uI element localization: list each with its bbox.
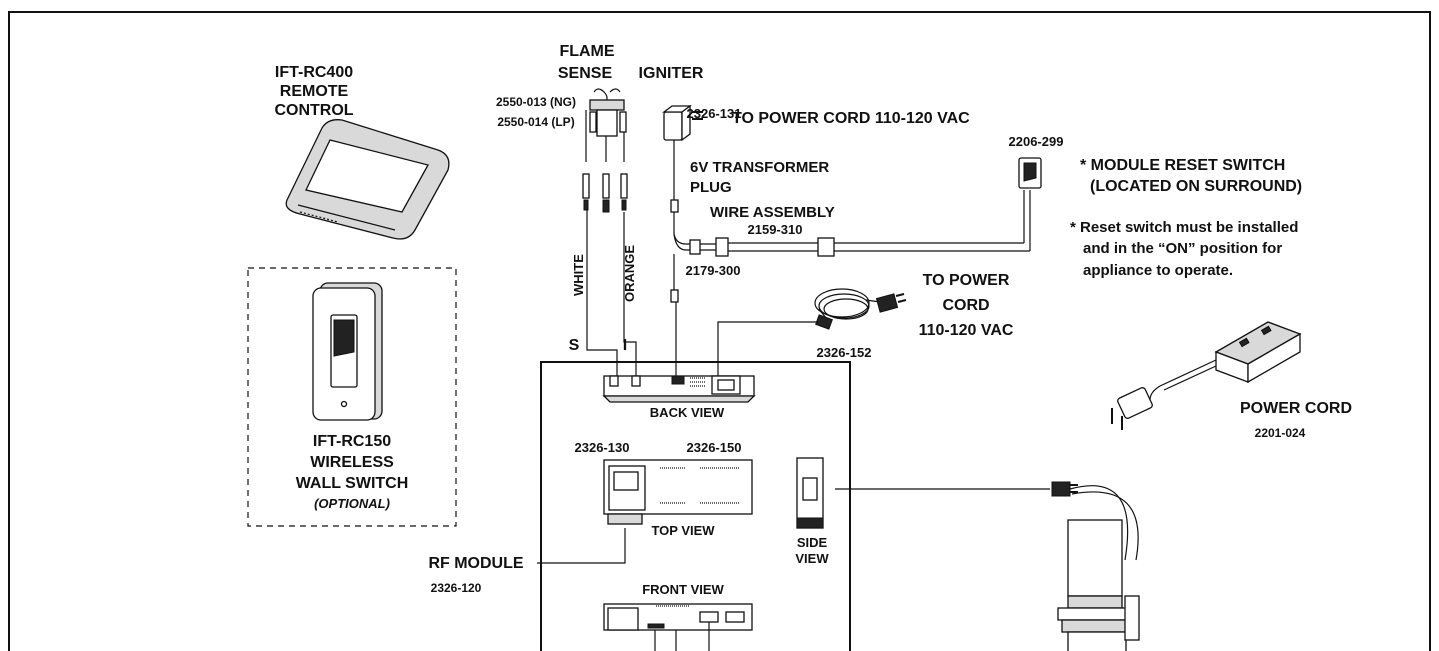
coiled-cord-illustration	[814, 288, 907, 330]
reset-note-3: appliance to operate.	[1083, 262, 1233, 279]
electrode-part-ng: 2550-013 (NG)	[496, 95, 576, 109]
rf-module-leader	[537, 528, 626, 564]
rf-module-part: 2326-120	[431, 581, 482, 595]
to-power-cord-mid-1: TO POWER	[923, 272, 1010, 289]
transformer-label-2: PLUG	[690, 179, 732, 196]
s-terminal-label: S	[569, 337, 580, 354]
wall-switch-label-3: WALL SWITCH	[296, 475, 409, 492]
remote-label-3: CONTROL	[274, 102, 353, 119]
wall-switch-optional: (OPTIONAL)	[314, 496, 390, 511]
transformer-part: 2326-131	[687, 106, 742, 121]
white-wire	[586, 210, 618, 376]
to-power-cord-mid-2: CORD	[942, 297, 989, 314]
orange-wire-label: ORANGE	[622, 245, 637, 302]
flame-label-1: FLAME	[559, 43, 614, 60]
module-part-left: 2326-130	[575, 440, 630, 455]
electrode-assembly	[582, 88, 628, 213]
remote-control-illustration	[285, 119, 450, 240]
motor-illustration	[1057, 519, 1140, 651]
white-wire-label: WHITE	[571, 254, 586, 296]
to-power-cord-mid-3: 110-120 VAC	[919, 322, 1014, 339]
front-view-illustration	[603, 603, 753, 651]
reset-note-2: and in the “ON” position for	[1083, 240, 1282, 257]
optional-dashed-box	[247, 267, 457, 527]
module-box	[540, 361, 851, 651]
top-view-illustration	[603, 459, 753, 525]
remote-label-2: REMOTE	[280, 83, 349, 100]
igniter-label: IGNITER	[639, 65, 704, 82]
power-cord-part: 2201-024	[1255, 426, 1306, 440]
power-strip-illustration	[1111, 321, 1302, 430]
orange-wire	[623, 212, 637, 376]
connector-part: 2179-300	[686, 263, 741, 278]
wire-assembly-part: 2159-310	[748, 222, 803, 237]
side-view-label-1: SIDE	[797, 535, 828, 550]
reset-note-1: * Reset switch must be installed	[1070, 219, 1298, 236]
back-view-illustration	[602, 375, 756, 403]
to-power-cord-top: TO POWER CORD 110-120 VAC	[732, 110, 970, 127]
side-view-illustration	[796, 457, 824, 529]
wall-switch-label-1: IFT-RC150	[313, 433, 391, 450]
outer-frame	[8, 11, 1431, 651]
pump-plug-illustration	[1051, 481, 1139, 561]
front-view-label: FRONT VIEW	[642, 582, 724, 597]
side-view-label-2: VIEW	[795, 551, 829, 566]
reset-switch-illustration	[1018, 157, 1042, 189]
wall-switch-illustration	[312, 282, 383, 421]
transformer-label-1: 6V TRANSFORMER	[690, 159, 829, 176]
module-part-right: 2326-150	[687, 440, 742, 455]
cord-part: 2326-152	[817, 345, 872, 360]
wire-assembly-label: WIRE ASSEMBLY	[710, 204, 835, 221]
flame-label-2: SENSE	[558, 65, 613, 82]
wire-assembly	[670, 190, 1031, 376]
cord-to-module-line	[717, 321, 818, 376]
back-view-label: BACK VIEW	[650, 405, 725, 420]
power-cord-label: POWER CORD	[1240, 400, 1352, 417]
remote-label-1: IFT-RC400	[275, 64, 353, 81]
module-reset-label-1: * MODULE RESET SWITCH	[1080, 157, 1285, 174]
i-terminal-label: I	[623, 337, 627, 354]
module-reset-label-2: (LOCATED ON SURROUND)	[1090, 178, 1302, 195]
rf-module-label: RF MODULE	[428, 555, 523, 572]
transformer-plug-illustration	[662, 104, 703, 234]
reset-switch-part: 2206-299	[1009, 134, 1064, 149]
top-view-label: TOP VIEW	[651, 523, 715, 538]
wall-switch-label-2: WIRELESS	[310, 454, 394, 471]
electrode-part-lp: 2550-014 (LP)	[497, 115, 574, 129]
